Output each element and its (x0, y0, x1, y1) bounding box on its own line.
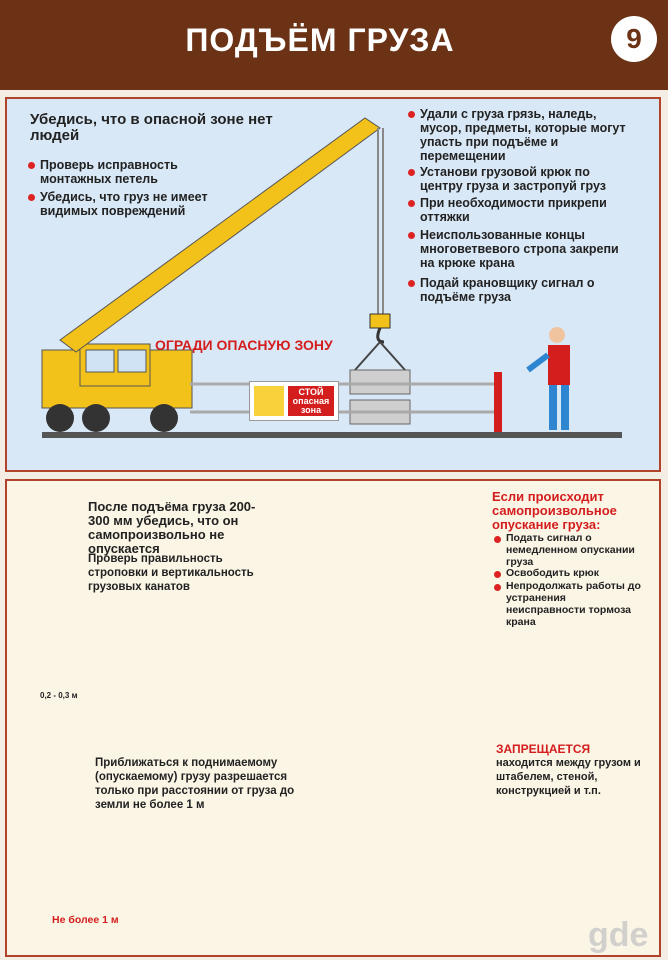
page-number-badge: 9 (611, 16, 657, 62)
watermark: gde (588, 916, 649, 954)
p1-left-heading: Убедись, что в опасной зоне нет людей (30, 111, 273, 144)
crane-window (85, 349, 115, 373)
p1-left-item: Убедись, что груз не имеет видимых повре… (28, 190, 250, 218)
ground-line (42, 432, 622, 438)
worker-head (549, 327, 565, 343)
p2-tr-item: Непродолжать работы до устранения неиспр… (494, 580, 646, 628)
p2-tr-item: Подать сигнал о немедленном опускании гр… (494, 532, 646, 568)
p1-right-item: Подай крановщику сигнал о подъёме груза (408, 276, 635, 304)
concrete-block (349, 369, 411, 395)
crane-wheel (82, 404, 110, 432)
p1-right-item: Неиспользованные концы многоветвевого ст… (408, 228, 635, 270)
warning-icon (254, 386, 284, 416)
crane-window (117, 349, 147, 373)
p1-right-item: Установи грузовой крюк по центру груза и… (408, 165, 635, 193)
p2-tr-heading: Если происходит самопроизвольное опускан… (492, 489, 617, 532)
crane-wheel (46, 404, 74, 432)
fence-post (494, 372, 502, 432)
page-title: ПОДЪЁМ ГРУЗА (185, 22, 455, 58)
p1-right-item: При необходимости прикрепи оттяжки (408, 196, 635, 224)
p2-tr-item: Освободить крюк (494, 567, 646, 579)
crane-wheel (150, 404, 178, 432)
p2-tl-sub: Проверь правильность строповки и вертика… (88, 553, 254, 593)
fence-label: ОГРАДИ ОПАСНУЮ ЗОНУ (155, 337, 333, 353)
p2-br-text: находится между грузом и штабелем, стено… (496, 757, 641, 797)
p2-bl-measure: Не более 1 м (52, 914, 119, 926)
lifting-rules-panel (5, 479, 661, 957)
p2-tl-measure: 0,2 - 0,3 м (40, 691, 78, 700)
p1-left-item: Проверь исправность монтажных петель (28, 158, 240, 186)
p2-bl-text: Приближаться к поднимаемому (опускаемому… (95, 757, 295, 811)
p2-tl-heading: После подъёма груза 200-300 мм убедись, … (88, 499, 256, 556)
header-bar: ПОДЪЁМ ГРУЗА 9 (0, 0, 668, 90)
crane-boom (59, 117, 381, 353)
p1-right-item: Удали с груза грязь, наледь, мусор, пред… (408, 107, 630, 163)
hook-block (369, 313, 391, 329)
p2-br-heading: ЗАПРЕЩАЕТСЯ (496, 742, 591, 756)
